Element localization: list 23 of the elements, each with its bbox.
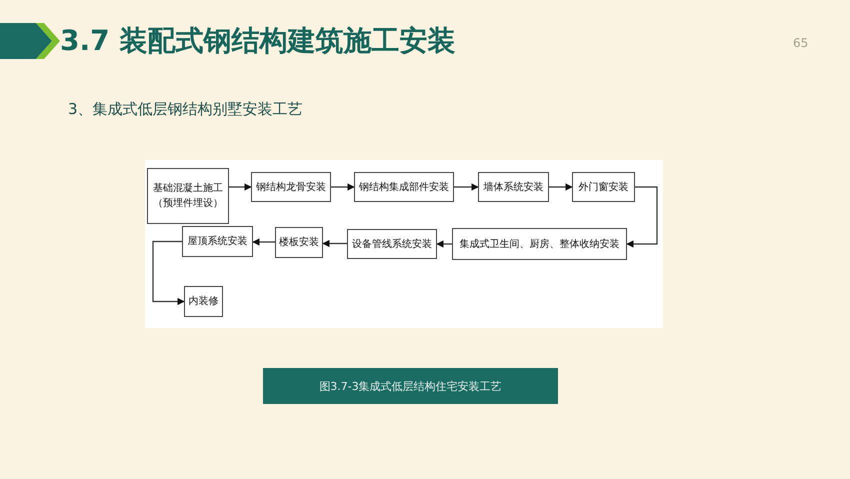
arrow bbox=[436, 240, 452, 248]
arrow bbox=[626, 186, 658, 248]
process-box: 楼板安装 bbox=[275, 227, 323, 258]
arrow bbox=[454, 183, 479, 191]
arrow bbox=[322, 240, 347, 248]
arrow bbox=[252, 238, 275, 246]
section-heading: 3、集成式低层钢结构别墅安装工艺 bbox=[68, 100, 303, 119]
process-box: 内装修 bbox=[184, 286, 223, 317]
process-box: 外门窗安装 bbox=[572, 172, 635, 202]
process-box: 钢结构龙骨安装 bbox=[251, 172, 331, 202]
process-box: 屋顶系统安装 bbox=[182, 226, 253, 257]
arrow bbox=[549, 183, 573, 191]
arrow bbox=[331, 183, 355, 191]
slide-title: 3.7 装配式钢结构建筑施工安装 bbox=[60, 23, 456, 59]
process-box: 集成式卫生间、厨房、整体收纳安装 bbox=[452, 228, 627, 260]
process-box: 钢结构集成部件安装 bbox=[354, 172, 454, 202]
arrow bbox=[152, 240, 185, 306]
process-box: 设备管线系统安装 bbox=[347, 229, 437, 259]
arrow bbox=[229, 183, 252, 191]
page-number: 65 bbox=[793, 36, 808, 50]
process-box: 墙体系统安装 bbox=[478, 172, 549, 202]
process-box: 基础混凝土施工（预埋件埋设） bbox=[147, 168, 229, 224]
figure-caption: 图3.7-3集成式低层结构住宅安装工艺 bbox=[263, 368, 558, 404]
